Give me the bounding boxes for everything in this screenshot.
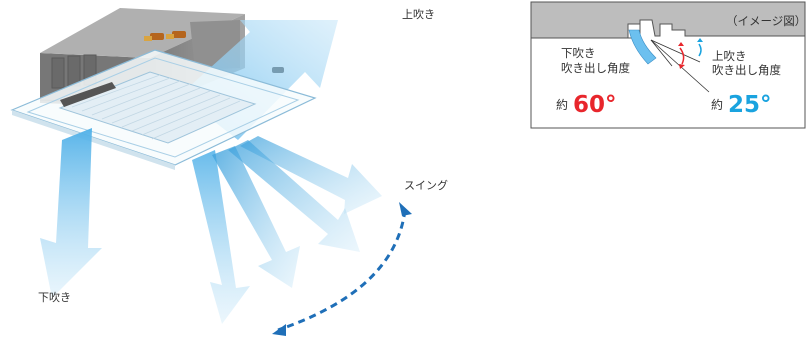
swing-airflow-arrows: [192, 136, 382, 324]
down-angle-approx: 約: [556, 97, 568, 112]
inset-louver-stream: [628, 29, 657, 65]
up-blow-label: 上吹き: [402, 8, 435, 21]
up-angle-title-line1: 上吹き: [712, 49, 747, 63]
down-blow-label: 下吹き: [38, 291, 71, 304]
inset-caption: （イメージ図）: [726, 14, 806, 28]
swing-label: スイング: [404, 178, 448, 192]
inset-down-angle-arc: [678, 42, 685, 69]
inset-up-angle-arc: [697, 38, 703, 57]
down-angle-title-line2: 吹き出し角度: [561, 61, 630, 75]
down-angle-title-line1: 下吹き: [561, 46, 596, 60]
inset-diagram: （イメージ図） 下吹き 吹き出し角度 約 60° 上吹き 吹き出し角度 約 25…: [530, 1, 806, 129]
ceiling-panel: [10, 49, 317, 170]
up-angle-approx: 約: [711, 97, 723, 112]
down-angle-value: 60°: [573, 92, 617, 118]
down-airflow-arrow: [40, 128, 102, 298]
up-angle-title-line2: 吹き出し角度: [712, 63, 781, 77]
up-angle-value: 25°: [728, 92, 772, 118]
swing-dashed-arrow: [272, 202, 412, 336]
